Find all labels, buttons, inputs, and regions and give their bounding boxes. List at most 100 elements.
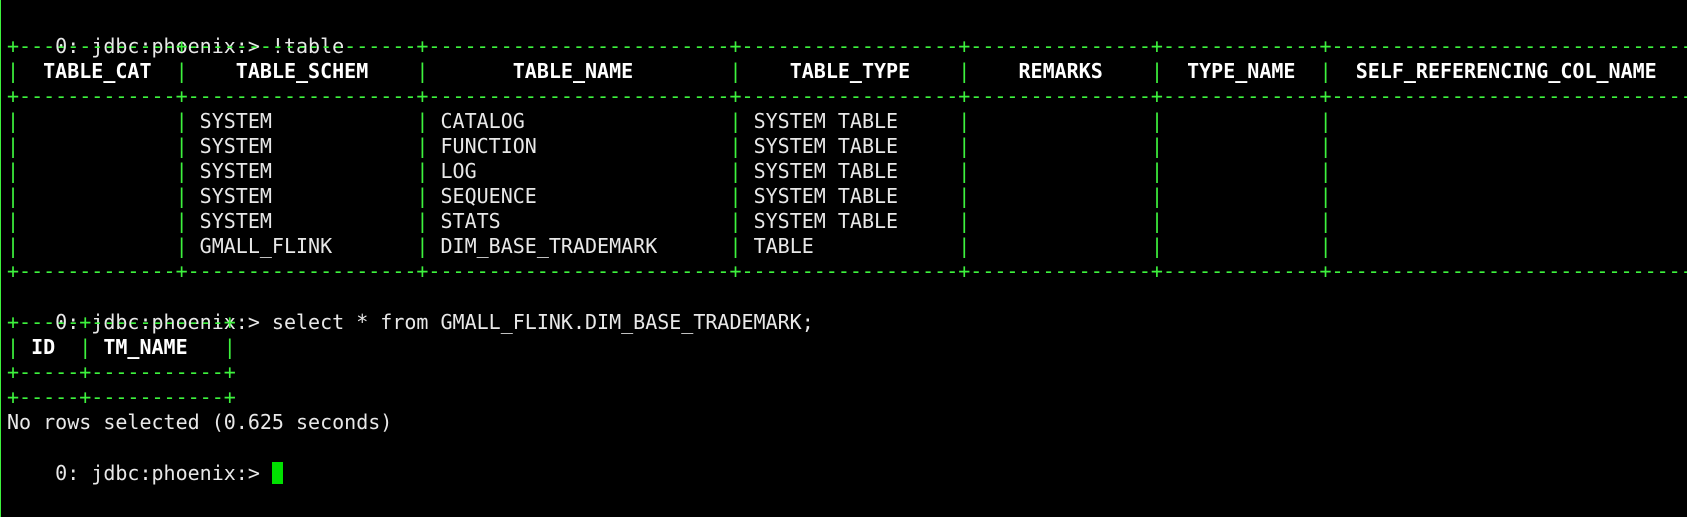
- column-separator: |: [416, 159, 429, 183]
- table-row: | | SYSTEM | SEQUENCE | SYSTEM TABLE | |…: [7, 184, 1687, 209]
- result-header-row: | ID | TM_NAME |: [7, 335, 236, 360]
- table-cell: CATALOG: [428, 109, 730, 133]
- table-row: | | GMALL_FLINK | DIM_BASE_TRADEMARK | T…: [7, 234, 1687, 259]
- column-separator: |: [175, 159, 188, 183]
- table-border-bottom: +-------------+-------------------+-----…: [7, 259, 1687, 283]
- prompt-text: 0: jdbc:phoenix:>: [55, 461, 260, 485]
- column-header: SELF_REFERENCING_COL_NAME: [1331, 59, 1687, 83]
- column-header: TABLE_CAT: [19, 59, 176, 83]
- column-separator: |: [7, 234, 20, 258]
- column-separator: |: [1319, 109, 1332, 133]
- table-row: | | SYSTEM | STATS | SYSTEM TABLE | | | …: [7, 209, 1687, 234]
- column-separator: |: [175, 234, 188, 258]
- table-cell: [970, 134, 1151, 158]
- column-header: ID: [19, 335, 80, 359]
- column-separator: |: [175, 209, 188, 233]
- column-header: REMARKS: [970, 59, 1151, 83]
- column-separator: |: [729, 234, 742, 258]
- table-row: | | SYSTEM | CATALOG | SYSTEM TABLE | | …: [7, 109, 1687, 134]
- table-cell: [1332, 134, 1687, 158]
- column-separator: |: [7, 184, 20, 208]
- column-separator: |: [729, 134, 742, 158]
- table-cell: DIM_BASE_TRADEMARK: [428, 234, 730, 258]
- table-cell: [1163, 234, 1320, 258]
- column-separator: |: [223, 335, 236, 359]
- table-row: | | SYSTEM | FUNCTION | SYSTEM TABLE | |…: [7, 134, 1687, 159]
- column-separator: |: [958, 59, 971, 83]
- table-cell: [970, 184, 1151, 208]
- column-separator: |: [7, 109, 20, 133]
- column-separator: |: [958, 184, 971, 208]
- column-separator: |: [1150, 134, 1164, 158]
- column-header: TM_NAME: [91, 335, 224, 359]
- table-cell: [19, 159, 176, 183]
- column-separator: |: [958, 234, 971, 258]
- table-cell: SYSTEM TABLE: [741, 184, 959, 208]
- table-cell: SYSTEM TABLE: [741, 209, 959, 233]
- table-cell: SEQUENCE: [428, 184, 730, 208]
- column-separator: |: [1319, 184, 1332, 208]
- table-cell: [1332, 234, 1687, 258]
- column-separator: |: [1150, 109, 1164, 133]
- table-cell: STATS: [428, 209, 730, 233]
- table-cell: TABLE: [741, 234, 959, 258]
- column-separator: |: [79, 335, 92, 359]
- table-cell: LOG: [428, 159, 730, 183]
- column-separator: |: [1150, 59, 1164, 83]
- terminal-left-edge: [0, 0, 1, 517]
- table-cell: [19, 134, 176, 158]
- column-separator: |: [729, 209, 742, 233]
- table-header-row: | TABLE_CAT | TABLE_SCHEM | TABLE_NAME |…: [7, 59, 1687, 84]
- table-cell: [970, 159, 1151, 183]
- text-cursor[interactable]: [271, 462, 283, 484]
- table-row: | | SYSTEM | LOG | SYSTEM TABLE | | | | …: [7, 159, 1687, 184]
- column-separator: |: [416, 184, 429, 208]
- result-border-bottom: +-----+-----------+: [7, 385, 236, 409]
- command-line: 0: jdbc:phoenix:> select * from GMALL_FL…: [7, 285, 814, 334]
- status-message: No rows selected (0.625 seconds): [7, 410, 393, 434]
- column-separator: |: [175, 109, 188, 133]
- column-separator: |: [1150, 184, 1164, 208]
- column-separator: |: [1150, 234, 1164, 258]
- table-cell: SYSTEM TABLE: [741, 134, 959, 158]
- column-separator: |: [1319, 134, 1332, 158]
- column-separator: |: [1319, 159, 1332, 183]
- column-separator: |: [1319, 59, 1332, 83]
- column-separator: |: [7, 209, 20, 233]
- table-cell: [1332, 159, 1687, 183]
- column-separator: |: [416, 234, 429, 258]
- table-cell: [19, 109, 176, 133]
- table-cell: [1163, 109, 1320, 133]
- column-separator: |: [958, 134, 971, 158]
- active-prompt-line[interactable]: 0: jdbc:phoenix:>: [7, 436, 283, 485]
- table-cell: [1163, 159, 1320, 183]
- table-cell: [1163, 134, 1320, 158]
- table-cell: SYSTEM: [187, 184, 417, 208]
- table-cell: FUNCTION: [428, 134, 730, 158]
- table-cell: SYSTEM: [187, 134, 417, 158]
- command-text: select * from GMALL_FLINK.DIM_BASE_TRADE…: [259, 310, 814, 334]
- table-cell: [19, 184, 176, 208]
- column-separator: |: [1150, 159, 1164, 183]
- column-separator: |: [7, 134, 20, 158]
- table-cell: [1332, 184, 1687, 208]
- table-cell: [19, 209, 176, 233]
- column-header: TABLE_SCHEM: [187, 59, 417, 83]
- table-cell: [1332, 109, 1687, 133]
- table-cell: [970, 109, 1151, 133]
- column-separator: |: [1319, 209, 1332, 233]
- column-separator: |: [7, 59, 20, 83]
- table-cell: [970, 234, 1151, 258]
- table-cell: SYSTEM: [187, 159, 417, 183]
- column-separator: |: [175, 184, 188, 208]
- table-border-header: +-------------+-------------------+-----…: [7, 84, 1687, 108]
- column-separator: |: [175, 134, 188, 158]
- table-cell: [970, 209, 1151, 233]
- result-border-top: +-----+-----------+: [7, 310, 236, 334]
- table-cell: SYSTEM TABLE: [741, 109, 959, 133]
- table-cell: [1332, 209, 1687, 233]
- column-separator: |: [1319, 234, 1332, 258]
- column-separator: |: [416, 134, 429, 158]
- command-line: 0: jdbc:phoenix:> !table: [7, 9, 344, 58]
